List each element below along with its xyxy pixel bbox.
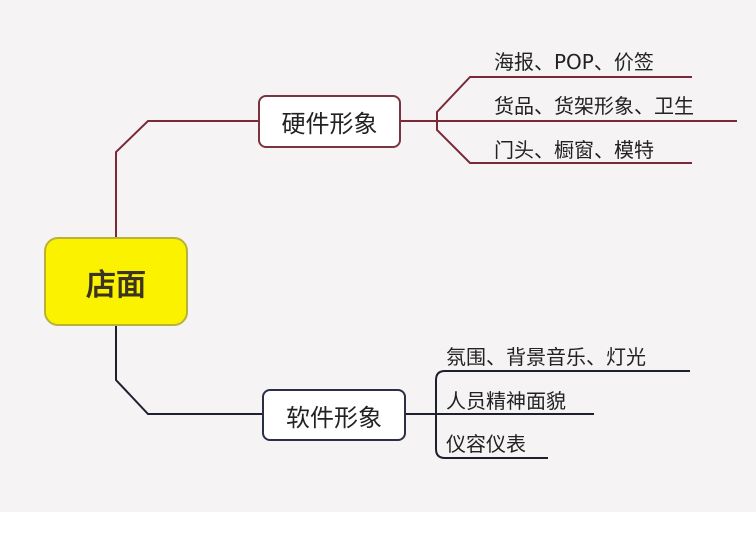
leaf-node[interactable]: 货品、货架形象、卫生 — [494, 94, 694, 118]
software-image-node[interactable]: 软件形象 — [262, 389, 406, 441]
root-to-hardware-line — [115, 120, 258, 237]
software-leaf-3-line — [435, 414, 548, 459]
background-strip — [0, 512, 756, 534]
hardware-connectors — [115, 76, 737, 237]
leaf-node[interactable]: 氛围、背景音乐、灯光 — [446, 345, 646, 369]
hardware-label: 硬件形象 — [281, 110, 378, 138]
root-label: 店面 — [86, 267, 146, 303]
root-to-software-line — [115, 326, 262, 415]
hardware-image-node[interactable]: 硬件形象 — [258, 95, 401, 148]
leaf-node[interactable]: 门头、橱窗、模特 — [494, 138, 654, 162]
leaf-node[interactable]: 人员精神面貌 — [446, 389, 566, 413]
hardware-leaf-3-line — [436, 121, 692, 164]
leaf-node[interactable]: 海报、POP、价签 — [494, 50, 654, 74]
software-connectors — [115, 326, 690, 459]
root-node[interactable]: 店面 — [44, 237, 188, 326]
hardware-leaf-1-line — [436, 76, 692, 121]
leaf-node[interactable]: 仪容仪表 — [446, 432, 526, 456]
software-label: 软件形象 — [286, 403, 382, 432]
software-leaf-1-line — [435, 370, 690, 414]
